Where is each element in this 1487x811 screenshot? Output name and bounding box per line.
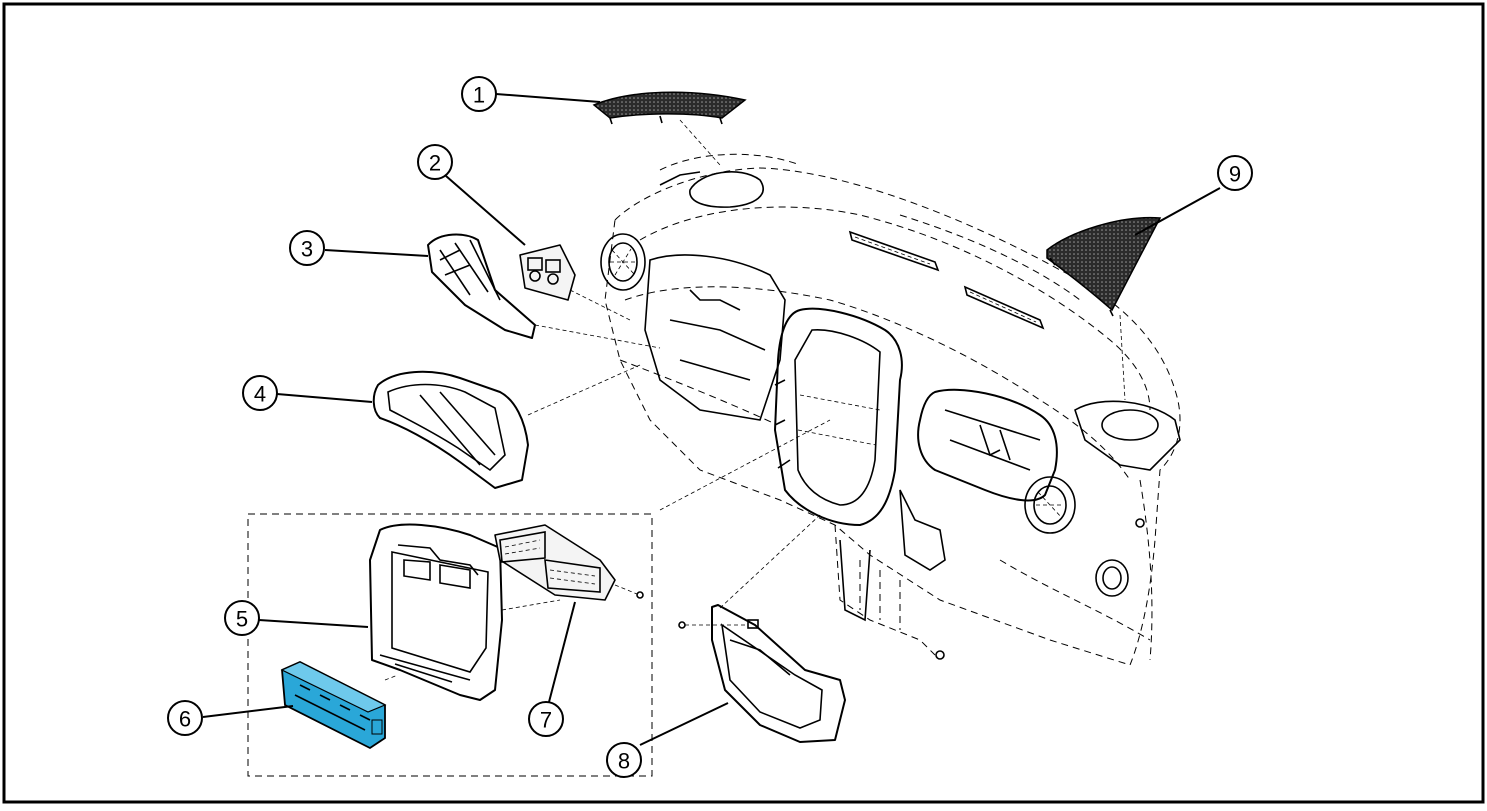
- callout-3-label: 3: [301, 237, 313, 262]
- callout-2: 2: [417, 144, 453, 180]
- part-7-center-air-outlets: [494, 524, 644, 601]
- part-1-speaker-grille-center: [592, 91, 747, 166]
- leader-6: [202, 705, 294, 718]
- callout-4: 4: [242, 375, 278, 411]
- callout-9-label: 9: [1229, 162, 1241, 187]
- callout-7-label: 7: [540, 708, 552, 733]
- callout-8: 8: [606, 742, 642, 778]
- leader-7: [548, 601, 576, 703]
- part-2-switch: [519, 244, 631, 321]
- assembly-group-box: [247, 513, 653, 777]
- callout-7: 7: [528, 701, 564, 737]
- callout-5-label: 5: [236, 607, 248, 632]
- callout-3: 3: [289, 230, 325, 266]
- leader-8: [639, 702, 729, 746]
- callout-8-label: 8: [618, 749, 630, 774]
- leader-9: [1134, 187, 1221, 236]
- leader-4: [276, 393, 373, 403]
- part-6-climate-control: [280, 661, 399, 750]
- instrument-panel: [600, 153, 1181, 666]
- callout-4-label: 4: [254, 382, 266, 407]
- callout-1: 1: [461, 76, 497, 112]
- leader-5: [258, 619, 369, 628]
- part-4-cluster-bezel: [372, 364, 641, 489]
- part-5-center-stack-bezel: [369, 419, 831, 701]
- callout-9: 9: [1217, 155, 1253, 191]
- part-3-left-bezel: [427, 233, 661, 349]
- callout-6: 6: [167, 700, 203, 736]
- leader-1: [495, 93, 601, 103]
- part-8-lower-bezel: [678, 514, 846, 743]
- callout-6-label: 6: [179, 707, 191, 732]
- callout-5: 5: [224, 600, 260, 636]
- leader-2: [445, 175, 526, 246]
- part-9-speaker-grille-right: [1046, 216, 1162, 401]
- leader-3: [324, 249, 429, 257]
- callout-2-label: 2: [429, 151, 441, 176]
- callout-1-label: 1: [473, 83, 485, 108]
